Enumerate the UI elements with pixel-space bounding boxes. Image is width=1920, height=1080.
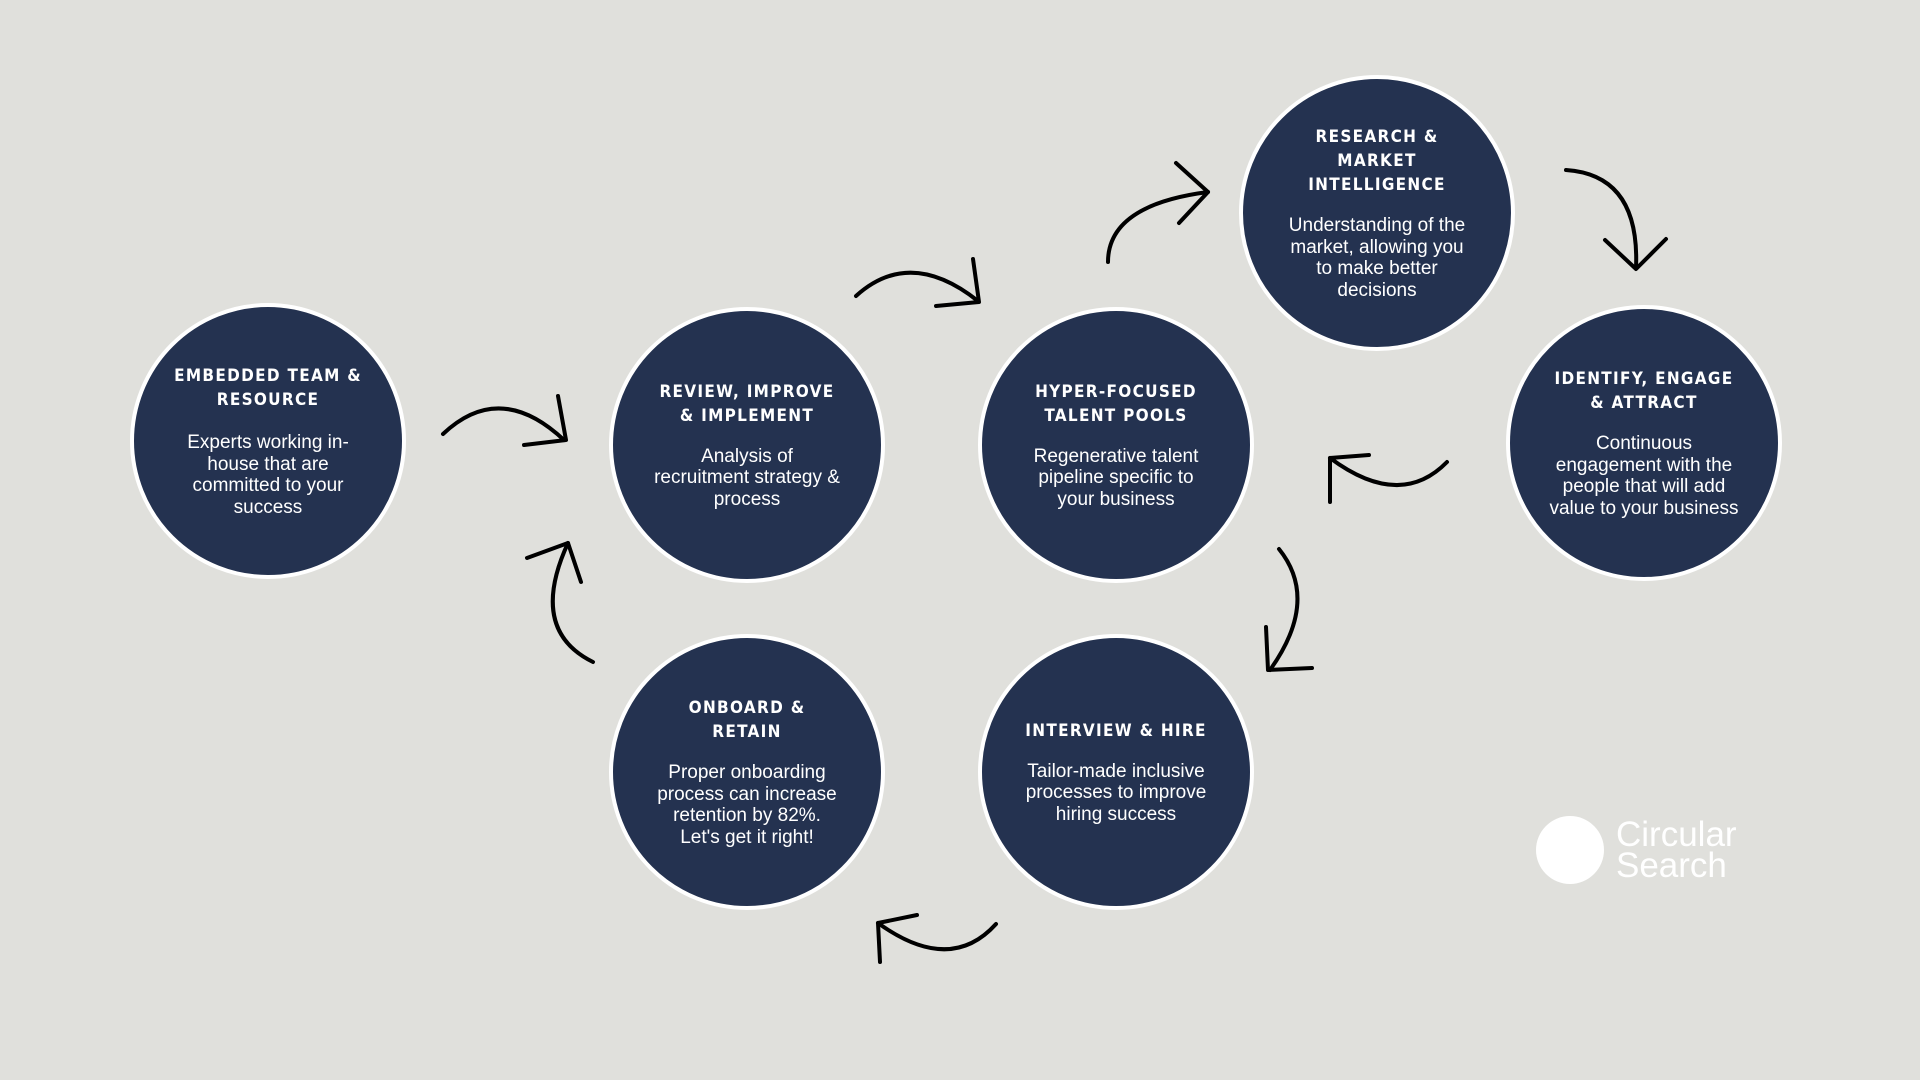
arrow-hyper-to-research <box>1106 161 1210 264</box>
step-description: Proper onboarding process can increase r… <box>657 762 837 848</box>
step-title: EMBEDDED TEAM & RESOURCE <box>174 366 362 410</box>
step-embedded-team: EMBEDDED TEAM & RESOURCE Experts working… <box>130 303 406 579</box>
step-description: Experts working in-house that are commit… <box>187 432 349 518</box>
arrow-research-to-identify <box>1564 168 1668 271</box>
brand-name: Circular Search <box>1616 815 1737 885</box>
step-description: Continuous engagement with the people th… <box>1549 433 1739 519</box>
arrow-review-to-hyper <box>854 257 981 308</box>
arrow-interview-to-onboard <box>876 913 998 964</box>
step-interview-hire: INTERVIEW & HIRE Tailor-made inclusive p… <box>978 634 1254 910</box>
arrow-embedded-to-review <box>441 394 568 447</box>
arrow-hyper-to-interview <box>1264 547 1314 672</box>
step-title: IDENTIFY, ENGAGE & ATTRACT <box>1554 369 1734 413</box>
arrow-onboard-to-review <box>525 541 595 664</box>
step-description: Tailor-made inclusive processes to impro… <box>1025 760 1207 825</box>
brand-circle-icon <box>1536 816 1604 884</box>
step-hyper-focused: HYPER-FOCUSED TALENT POOLS Regenerative … <box>978 307 1254 583</box>
step-research-market: RESEARCH & MARKET INTELLIGENCE Understan… <box>1239 75 1515 351</box>
step-title: REVIEW, IMPROVE & IMPLEMENT <box>659 381 835 426</box>
step-identify-engage: IDENTIFY, ENGAGE & ATTRACT Continuous en… <box>1506 305 1782 581</box>
step-review-improve: REVIEW, IMPROVE & IMPLEMENT Analysis of … <box>609 307 885 583</box>
brand-logo: Circular Search <box>1536 816 1756 884</box>
step-title: INTERVIEW & HIRE <box>1025 720 1207 741</box>
step-description: Understanding of the market, allowing yo… <box>1288 215 1466 301</box>
step-onboard-retain: ONBOARD & RETAIN Proper onboarding proce… <box>609 634 885 910</box>
arrow-identify-to-hyper <box>1328 453 1449 504</box>
step-description: Regenerative talent pipeline specific to… <box>1033 445 1199 510</box>
step-title: RESEARCH & MARKET INTELLIGENCE <box>1308 127 1446 195</box>
step-title: HYPER-FOCUSED TALENT POOLS <box>1035 381 1197 426</box>
step-description: Analysis of recruitment strategy & proce… <box>654 445 840 510</box>
step-title: ONBOARD & RETAIN <box>688 698 806 742</box>
